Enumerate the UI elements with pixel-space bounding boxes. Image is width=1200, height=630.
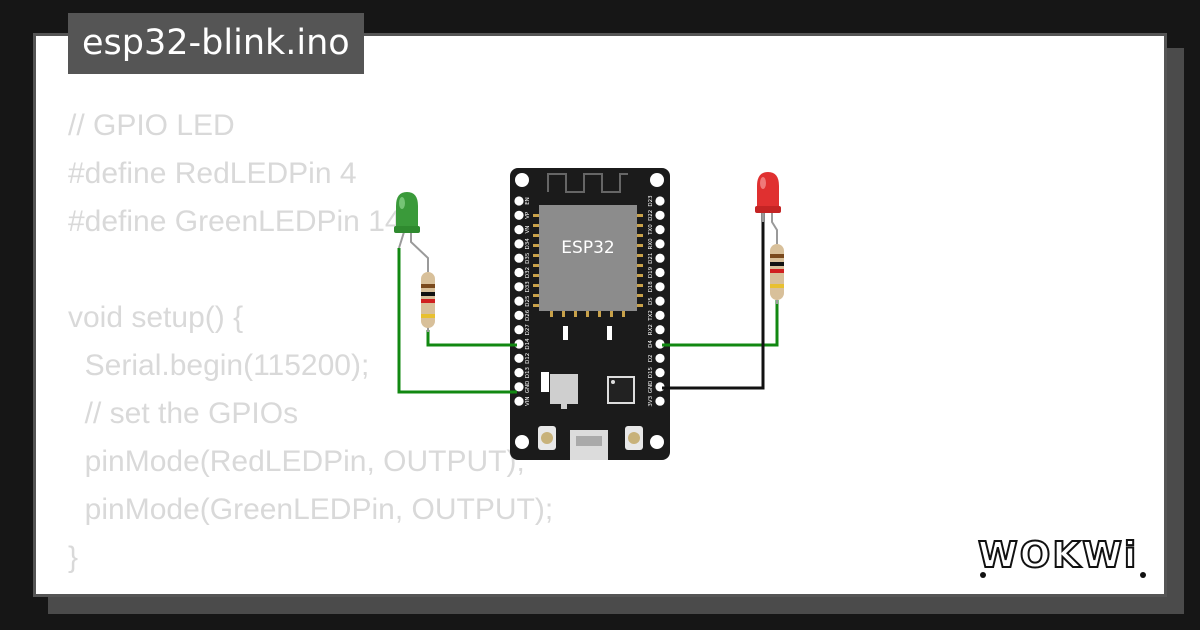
pin-label: D33 <box>525 281 531 293</box>
pin-left-d35[interactable] <box>514 253 524 263</box>
code-line: void setup() { <box>68 301 244 334</box>
filename-tab[interactable]: esp32-blink.ino <box>68 13 364 74</box>
pin-right-tx0[interactable] <box>655 225 665 235</box>
pin-left-d33[interactable] <box>514 282 524 292</box>
antenna-trace <box>547 173 628 193</box>
pin-label: D23 <box>648 195 654 207</box>
wire-green-led-ground[interactable] <box>397 248 517 394</box>
code-line: #define RedLEDPin 4 <box>68 157 357 190</box>
pin-left-vp[interactable] <box>514 210 524 220</box>
pin-label: D19 <box>648 266 654 278</box>
pin-label: VN <box>525 226 531 234</box>
pin-right-d19[interactable] <box>655 267 665 278</box>
mounting-hole <box>650 435 664 449</box>
en-button[interactable] <box>625 426 643 450</box>
pin-label: VIN <box>525 396 531 406</box>
esp32-module <box>539 205 637 311</box>
pin-label: D14 <box>525 338 531 350</box>
pin-label: D22 <box>648 210 654 221</box>
pin-right-d15[interactable] <box>655 368 665 378</box>
code-line: } <box>68 541 79 574</box>
module-pads <box>533 214 643 317</box>
code-line: pinMode(GreenLEDPin, OUTPUT); <box>68 493 554 526</box>
pin-label: D5 <box>648 297 654 305</box>
wokwi-logo: WOKWi <box>977 534 1146 578</box>
wire-green-led-signal[interactable] <box>426 330 517 347</box>
pin-right-d22[interactable] <box>655 210 665 220</box>
pin-right-d23[interactable] <box>655 196 665 206</box>
pin-label: D18 <box>648 281 654 293</box>
smd-pad <box>563 326 568 340</box>
voltage-regulator <box>541 372 578 409</box>
wire-red-led-signal[interactable] <box>662 300 779 347</box>
pin-right-d21[interactable] <box>655 253 665 263</box>
pin-left-d12[interactable] <box>514 353 524 363</box>
pin-label: D15 <box>648 366 654 378</box>
code-preview: // GPIO LED #define RedLEDPin 4 #define Gr… <box>68 102 553 582</box>
pin-left-d34[interactable] <box>514 239 524 249</box>
pin-label: D4 <box>648 340 654 348</box>
pin-left-d32[interactable] <box>514 267 524 278</box>
pin-label: D2 <box>648 354 654 362</box>
code-line: // set the GPIOs <box>68 397 299 430</box>
pin-right-tx2[interactable] <box>655 310 665 320</box>
mounting-hole <box>515 435 529 449</box>
mounting-hole <box>515 173 529 187</box>
pin-left-d27[interactable] <box>514 325 524 335</box>
pin-left-vn[interactable] <box>514 225 524 235</box>
logo-text: WOKWi <box>978 535 1138 576</box>
pin-label: EN <box>525 197 531 205</box>
chip-label: ESP32 <box>561 238 614 258</box>
pin-label: D27 <box>525 324 531 336</box>
pin-right-d5[interactable] <box>655 296 665 306</box>
boot-button[interactable] <box>538 426 556 450</box>
pin-right-rx0[interactable] <box>655 239 665 249</box>
pin-right-3v3[interactable] <box>655 396 665 406</box>
mounting-hole <box>650 173 664 187</box>
pin-label: TX0 <box>648 224 654 236</box>
code-line: #define GreenLEDPin 14 <box>68 205 402 238</box>
pin-label: D25 <box>525 295 531 307</box>
pin-left-en[interactable] <box>514 196 524 206</box>
pin-label: D34 <box>525 238 531 250</box>
code-line: Serial.begin(115200); <box>68 349 370 382</box>
code-line: pinMode(RedLEDPin, OUTPUT); <box>68 445 525 478</box>
pin-label: 3V3 <box>648 395 654 406</box>
red-led[interactable] <box>755 172 781 240</box>
usb-serial-chip <box>607 376 635 404</box>
pin-label: D21 <box>648 253 654 264</box>
pin-label: TX2 <box>648 310 654 322</box>
pin-right-d2[interactable] <box>655 353 665 363</box>
pin-label: VP <box>525 211 531 219</box>
resistor-red-led[interactable] <box>770 236 784 304</box>
wire-red-led-ground[interactable] <box>662 213 765 390</box>
resistor-green-led[interactable] <box>421 262 435 332</box>
pin-label: D12 <box>525 353 531 364</box>
pin-label: RX2 <box>648 324 654 335</box>
code-line: // GPIO LED <box>68 109 235 142</box>
pin-label: GND <box>525 381 531 394</box>
usb-port <box>570 430 608 460</box>
pin-label: D26 <box>525 309 531 321</box>
pin-label: D35 <box>525 252 531 264</box>
smd-pad <box>607 326 612 340</box>
pin-left-gnd[interactable] <box>514 382 524 392</box>
pin-left-vin[interactable] <box>514 396 524 406</box>
pin-label: RX0 <box>648 238 654 250</box>
pin-left-d26[interactable] <box>514 310 524 320</box>
pin-right-d18[interactable] <box>655 282 665 292</box>
pin-right-rx2[interactable] <box>655 325 665 335</box>
pin-left-d25[interactable] <box>514 296 524 306</box>
pin-label: D32 <box>525 267 531 278</box>
green-led[interactable] <box>394 192 429 268</box>
pin-label: GND <box>648 381 654 394</box>
pin-label: D13 <box>525 366 531 378</box>
pin-left-d13[interactable] <box>514 368 524 378</box>
